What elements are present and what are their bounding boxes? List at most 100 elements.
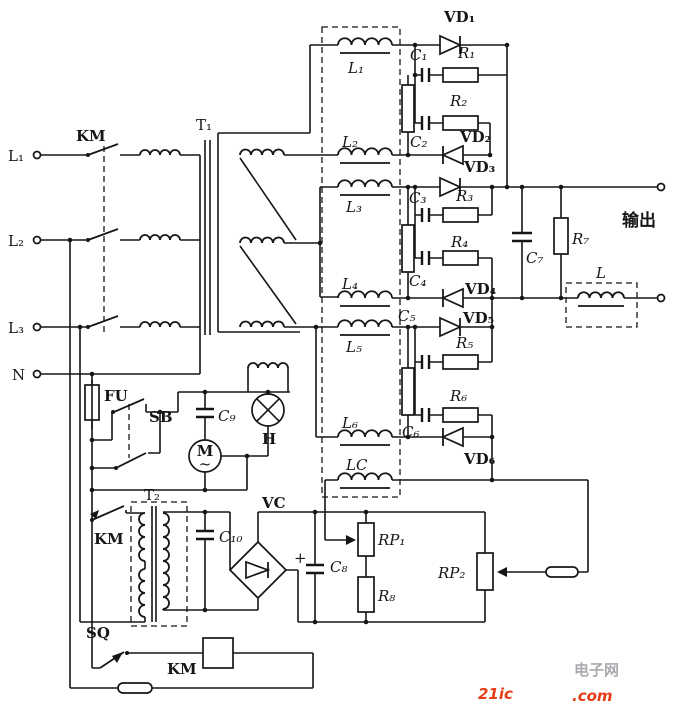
rp1-wiper-arrow [346,535,356,545]
reactor-cores [340,52,390,489]
potentiometer-rp1 [357,522,375,557]
label-vd2: VD₂ [459,128,491,146]
label-c9: C₉ [218,407,236,425]
label-r3: R₃ [455,187,473,205]
terminal-l3 [32,322,42,332]
resistor-r4 [442,250,479,266]
label-vd4: VD₄ [464,280,497,298]
t1-secondary-windings [239,148,285,328]
potentiometer-rp2 [476,552,494,591]
label-reactor-l4: L₄ [341,275,358,293]
motor-m-label: M [197,442,214,460]
resistor-r3 [442,207,479,223]
reactor-windings [337,37,393,481]
terminal-l1 [32,150,42,160]
wire-power-input [41,44,338,688]
capacitor-c7-plates [512,231,532,243]
label-r5: R₅ [455,334,473,352]
t2-transformer-windings [138,506,170,622]
label-h: H [262,430,276,448]
output-inductor-box [565,282,638,328]
label-km-mid: KM [94,530,124,548]
lamp-h-icon [247,362,289,427]
label-vc: VC [261,494,286,512]
terminal-output-neg [656,293,666,303]
km-mid-contact-barb [90,510,99,519]
diode-vd3-icon [439,176,463,198]
resistor-r2 [442,115,479,131]
fuse-feedback [545,566,579,578]
contact-linkage-dashed [103,146,130,458]
label-input-l3: L₃ [8,319,24,337]
diode-vd2-icon [440,144,464,166]
label-c4: C₄ [409,272,427,290]
label-reactor-l1: L₁ [347,59,364,77]
input-terminals [32,150,42,379]
capacitor-c9-plates [196,407,214,419]
label-km-coil: KM [167,660,197,678]
label-c6: C₆ [402,423,420,441]
label-reactor-l5: L₅ [345,338,362,356]
bridge-rectifier-vc-icon [228,540,288,600]
label-t1: T₁ [196,116,212,134]
label-sq: SQ [86,624,110,642]
watermark-cn: 电子网 [574,661,619,679]
label-r6: R₆ [449,387,467,405]
km-coil [202,637,234,669]
terminal-n [32,369,42,379]
diode-vd6-icon [440,426,464,448]
label-input-l1: L₁ [8,147,24,165]
resistor-r8 [357,576,375,613]
bleeder-resistor-1 [401,84,415,133]
diode-vd5-icon [439,316,463,338]
saturable-reactor-box [321,26,401,498]
terminal-l2 [32,235,42,245]
label-reactor-l6: L₆ [341,414,358,432]
motor-wave-label: ~ [199,455,212,473]
label-c10: C₁₀ [219,528,243,546]
label-r7: R₇ [571,230,589,248]
wire-t1-zigzag [239,157,297,325]
resistor-r7 [553,217,569,255]
fuse-bottom [117,682,153,694]
diode-vd1-icon [439,34,463,56]
label-r1: R₁ [457,44,475,62]
label-input-l2: L₂ [8,232,24,250]
fuse-fu [84,380,100,430]
label-c8: C₈ [330,558,348,576]
bleeder-resistor-3 [401,367,415,416]
label-fu: FU [104,387,128,405]
site-watermark: 21ic 电子网 .com [478,661,619,705]
resistor-r6 [442,407,479,423]
label-rp2: RP₂ [437,564,465,582]
label-t2: T₂ [144,486,160,504]
label-km-main: KM [76,127,106,145]
label-c8-plus: + [294,549,307,567]
bleeder-resistor-2 [401,224,415,273]
motor-m-icon: M ~ [188,439,222,473]
t1-primary-windings [139,149,181,328]
output-inductor-winding [577,291,625,307]
label-c2: C₂ [410,133,428,151]
capacitor-c8-plates [306,563,324,575]
label-vd5: VD₅ [462,309,494,327]
label-c5: C₅ [398,307,416,325]
label-reactor-l3: L₃ [345,198,362,216]
terminal-output-pos [656,182,666,192]
label-c1: C₁ [410,46,428,64]
resistor-r1 [442,67,479,83]
watermark-brand: 21ic [478,685,513,703]
diode-vd4-icon [440,287,464,309]
junction-dots [67,42,564,655]
resistor-r5 [442,354,479,370]
snubber-capacitor-plates [420,68,431,422]
label-input-n: N [12,366,25,384]
label-r4: R₄ [450,233,468,251]
label-rp1: RP₁ [377,531,405,549]
label-sb: SB [149,408,173,426]
label-output: 输出 [622,210,656,231]
label-r8: R₈ [377,587,395,605]
label-filter-l: L [595,264,606,282]
